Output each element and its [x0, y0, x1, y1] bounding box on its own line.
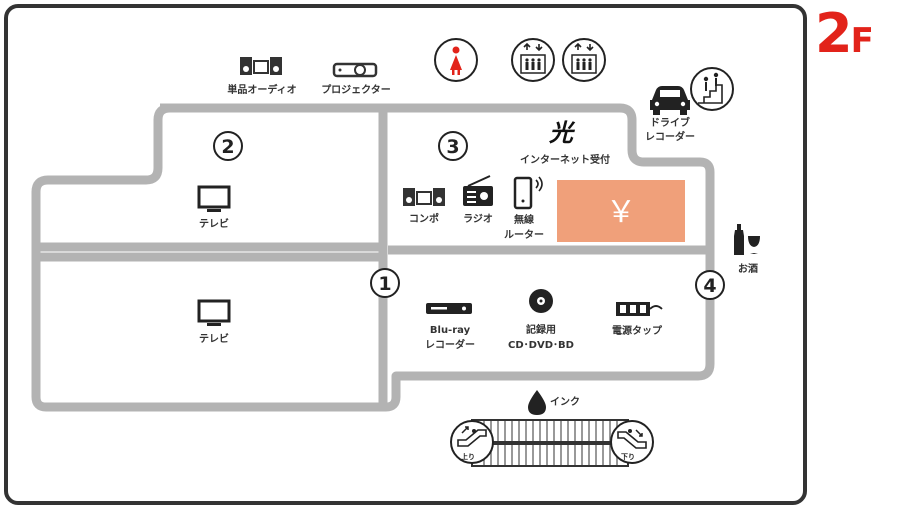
router-label-1: 無線 — [514, 213, 534, 226]
ink-label: インク — [550, 396, 580, 408]
area-number-4: 4 — [703, 275, 716, 297]
tv-label-1: テレビ — [199, 332, 229, 345]
disc-icon — [529, 289, 553, 313]
speaker-icon — [403, 188, 445, 206]
media-label-1: 記録用 — [526, 323, 556, 336]
area-number-2: 2 — [221, 136, 234, 158]
radio-label: ラジオ — [463, 213, 493, 225]
escalator-up-icon: 上り — [450, 420, 494, 464]
sake-label: お酒 — [738, 262, 758, 275]
cashier-label: ￥ — [606, 195, 636, 230]
walkways — [31, 103, 715, 412]
speaker-icon — [240, 57, 282, 75]
restroom-icon — [434, 38, 478, 82]
router-icon — [513, 176, 543, 210]
escalator-up-label: 上り — [461, 452, 475, 461]
area-marker-1: 1 — [370, 268, 400, 298]
hikari-logo: 光 — [548, 119, 576, 147]
media-label-2: CD･DVD･BD — [508, 340, 574, 351]
area-marker-2: 2 — [213, 131, 243, 161]
area-marker-4: 4 — [695, 270, 725, 300]
tap-label: 電源タップ — [612, 324, 663, 337]
floor-indicator: 2F — [815, 2, 874, 71]
bluray-label-1: Blu-ray — [430, 325, 471, 336]
area-number-1: 1 — [378, 273, 391, 295]
tv-icon — [197, 299, 231, 326]
elevator-icon — [511, 38, 555, 82]
escalator-down-icon: 下り — [610, 420, 654, 464]
escalator-down-label: 下り — [621, 452, 635, 461]
ink-drop-icon — [528, 390, 546, 415]
audio-label: 単品オーディオ — [227, 83, 296, 96]
bluray-label-2: レコーダー — [425, 338, 475, 351]
recorder-icon — [426, 303, 472, 314]
radio-icon — [463, 175, 493, 206]
compo-label: コンポ — [409, 212, 439, 225]
router-label-2: ルーター — [504, 229, 544, 241]
stairs-icon — [690, 67, 734, 111]
floor-suffix: F — [850, 21, 874, 61]
projector-icon — [332, 62, 378, 78]
car-icon — [650, 86, 690, 115]
drive-label-1: ドライブ — [650, 116, 690, 129]
floor-number: 2 — [815, 2, 853, 65]
tv-icon — [197, 185, 231, 212]
tv-label-2: テレビ — [199, 217, 229, 230]
elevator-icon — [562, 38, 606, 82]
area-number-3: 3 — [446, 136, 459, 158]
cashier-area — [557, 180, 685, 242]
power-strip-icon — [616, 302, 663, 316]
drive-label-2: レコーダー — [645, 130, 695, 143]
internet-label: インターネット受付 — [520, 153, 610, 166]
area-marker-3: 3 — [438, 131, 468, 161]
wine-icon — [734, 224, 760, 255]
projector-label: プロジェクター — [321, 83, 391, 96]
